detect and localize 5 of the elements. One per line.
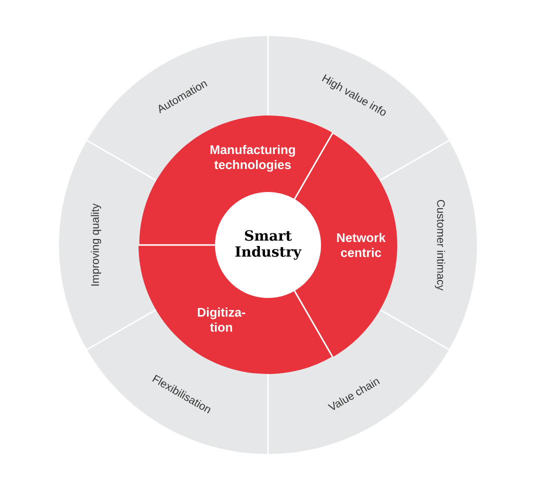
ring-segment: Value chain: [268, 310, 449, 454]
ring-segment: Improving quality: [59, 140, 156, 350]
node-label: Customer intimacy: [434, 200, 446, 290]
node-label: Improving quality: [90, 203, 102, 286]
node-label: Digitiza- tion: [198, 308, 246, 332]
